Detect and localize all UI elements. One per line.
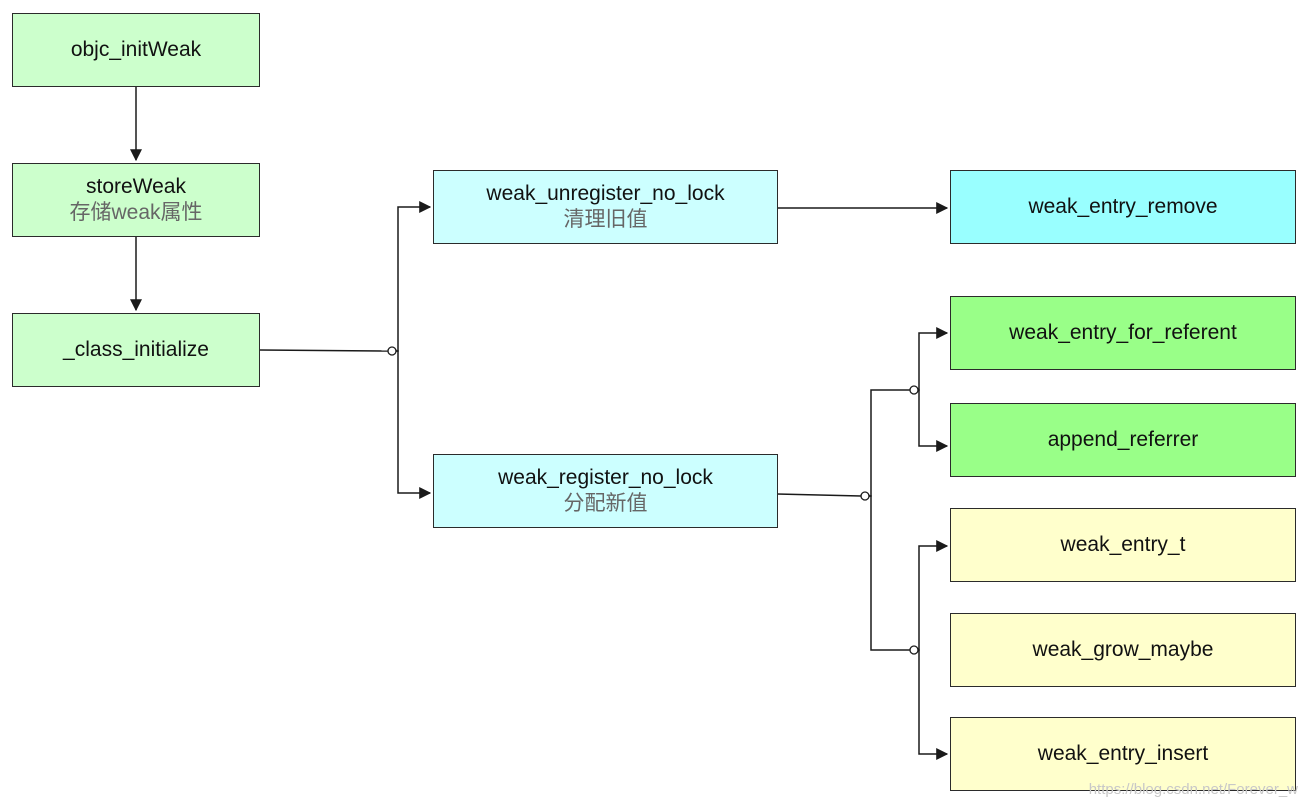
node-title: objc_initWeak — [70, 38, 202, 61]
node-title: storeWeak — [86, 175, 186, 198]
edge-to-entry-t — [918, 540, 949, 651]
edge-junction-upper — [869, 389, 910, 497]
node-title: weak_register_no_lock — [498, 466, 713, 489]
junction-point-4 — [909, 645, 919, 655]
node-objc-initweak: objc_initWeak — [12, 13, 260, 87]
node-title: weak_entry_remove — [1028, 195, 1218, 218]
node-weak-entry-insert: weak_entry_insert — [950, 717, 1296, 791]
node-title: _class_initialize — [63, 338, 209, 361]
edge-to-entry-for-referent — [918, 327, 949, 391]
junction-point-3 — [909, 385, 919, 395]
node-weak-grow-maybe: weak_grow_maybe — [950, 613, 1296, 687]
edge-junction-unregister — [396, 201, 432, 352]
node-title: weak_grow_maybe — [1032, 638, 1214, 661]
node-class-initialize: _class_initialize — [12, 313, 260, 387]
edge-to-entry-insert — [918, 649, 949, 760]
node-weak-unregister-no-lock: weak_unregister_no_lock 清理旧值 — [433, 170, 778, 244]
node-title: weak_unregister_no_lock — [486, 182, 725, 205]
node-title: weak_entry_for_referent — [1009, 321, 1237, 344]
edge-to-append-referrer — [918, 389, 949, 452]
node-storeweak: storeWeak 存储weak属性 — [12, 163, 260, 237]
node-subtitle: 存储weak属性 — [69, 201, 203, 224]
watermark-text: https://blog.csdn.net/Forever_w — [1088, 781, 1298, 798]
edge-register-junction — [776, 493, 862, 497]
node-weak-entry-t: weak_entry_t — [950, 508, 1296, 582]
node-title: weak_entry_insert — [1037, 742, 1209, 765]
node-append-referrer: append_referrer — [950, 403, 1296, 477]
node-weak-entry-remove: weak_entry_remove — [950, 170, 1296, 244]
junction-point-2 — [860, 491, 870, 501]
edge-junction-register — [396, 350, 432, 499]
node-title: append_referrer — [1047, 428, 1199, 451]
edge-classinit-junction — [259, 349, 389, 352]
node-weak-entry-for-referent: weak_entry_for_referent — [950, 296, 1296, 370]
node-title: weak_entry_t — [1060, 533, 1186, 556]
edge-junction-lower — [869, 495, 910, 651]
junction-point-1 — [387, 346, 397, 356]
node-subtitle: 分配新值 — [563, 492, 648, 515]
node-subtitle: 清理旧值 — [563, 208, 648, 231]
node-weak-register-no-lock: weak_register_no_lock 分配新值 — [433, 454, 778, 528]
